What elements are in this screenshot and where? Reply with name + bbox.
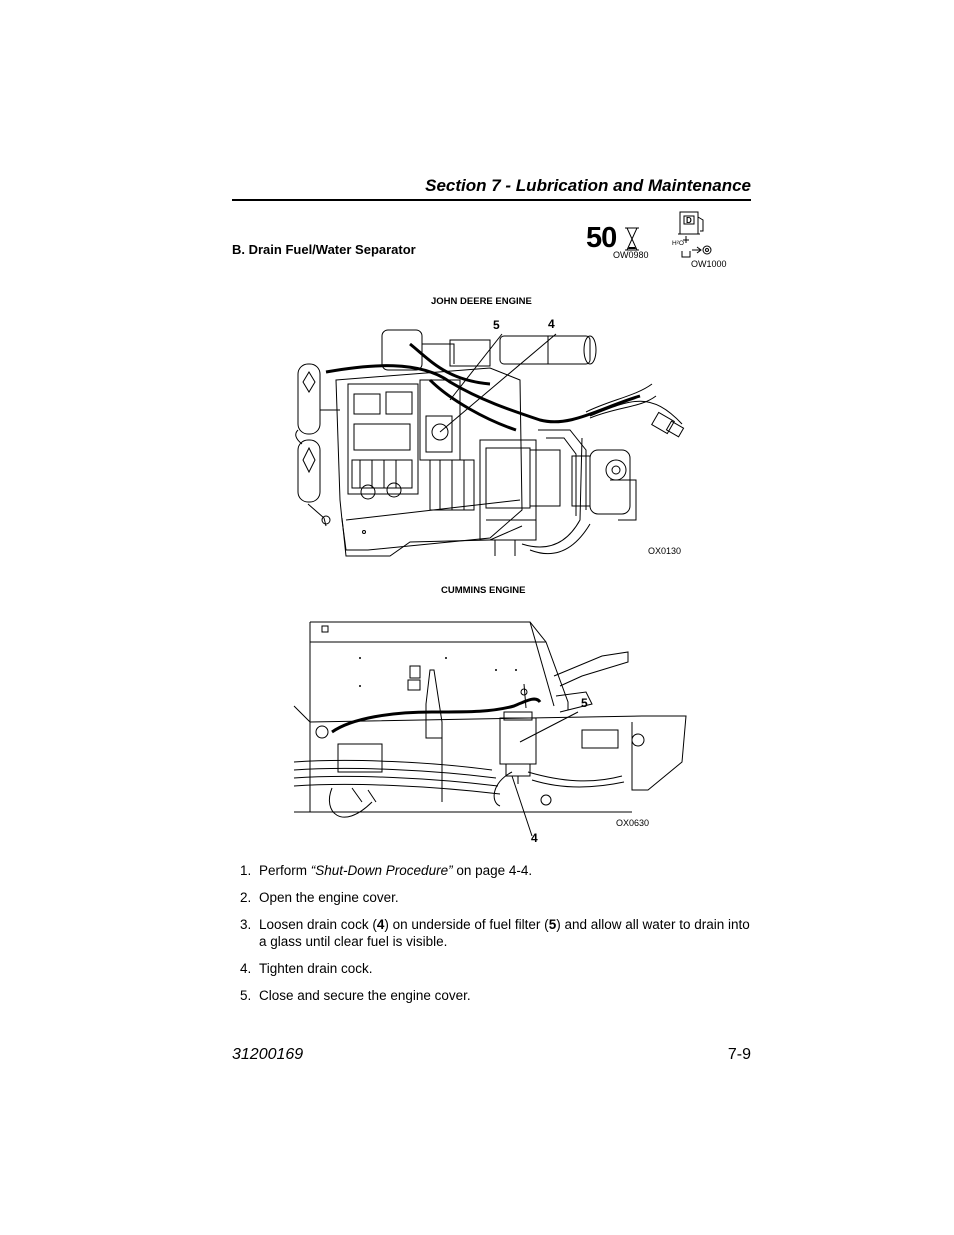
step-4: 4. Tighten drain cock. xyxy=(240,960,760,977)
john-deere-engine-illustration xyxy=(295,329,685,557)
step-text: Tighten drain cock. xyxy=(259,961,373,976)
step-text: Close and secure the engine cover. xyxy=(259,988,471,1003)
step-3: 3. Loosen drain cock (4) on underside of… xyxy=(240,916,760,950)
step-number: 4. xyxy=(240,961,252,976)
cummins-caption: CUMMINS ENGINE xyxy=(441,585,526,596)
svg-text:D: D xyxy=(686,216,692,225)
step-text: Open the engine cover. xyxy=(259,890,399,905)
cummins-callout-5: 5 xyxy=(581,696,588,710)
interval-hours: 50 xyxy=(586,222,617,254)
step-number: 1. xyxy=(240,863,252,878)
interval-icon-code: OW0980 xyxy=(613,250,649,260)
header-rule xyxy=(232,199,751,201)
step-1: 1. Perform “Shut-Down Procedure” on page… xyxy=(240,862,760,879)
cummins-figure-code: OX0630 xyxy=(616,818,650,828)
john-deere-caption: JOHN DEERE ENGINE xyxy=(431,296,532,307)
hourglass-icon xyxy=(625,227,639,251)
jd-callout-5: 5 xyxy=(493,318,500,332)
step-2: 2. Open the engine cover. xyxy=(240,889,760,906)
step-number: 2. xyxy=(240,890,252,905)
jd-callout-4: 4 xyxy=(548,317,555,331)
procedure-steps: 1. Perform “Shut-Down Procedure” on page… xyxy=(240,862,760,1014)
step-number: 5. xyxy=(240,988,252,1003)
step-number: 3. xyxy=(240,917,252,932)
step-5: 5. Close and secure the engine cover. xyxy=(240,987,760,1004)
procedure-heading: B. Drain Fuel/Water Separator xyxy=(232,242,416,257)
procedure-reference: “Shut-Down Procedure” xyxy=(310,863,453,878)
fuel-icon-code: OW1000 xyxy=(691,259,727,269)
fuel-icon-h2o-label: H²O xyxy=(672,240,684,247)
cummins-callout-4: 4 xyxy=(531,831,538,845)
doc-number: 31200169 xyxy=(232,1046,304,1063)
step-text: Perform “Shut-Down Procedure” on page 4-… xyxy=(259,863,533,878)
section-title: Section 7 - Lubrication and Maintenance xyxy=(425,176,751,195)
fuel-pump-icon: D xyxy=(678,211,712,258)
page-number: 7-9 xyxy=(727,1046,751,1063)
cummins-engine-illustration xyxy=(293,621,687,837)
step-text: Loosen drain cock (4) on underside of fu… xyxy=(259,917,750,949)
john-deere-figure-code: OX0130 xyxy=(648,546,682,556)
